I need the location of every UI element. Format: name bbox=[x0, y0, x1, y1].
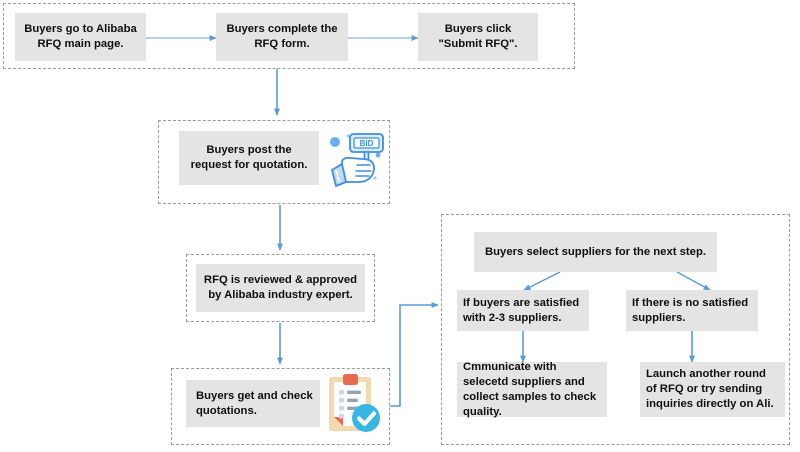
group-stage2-post-request bbox=[158, 120, 390, 204]
node-stage2-post-request[interactable]: Buyers post the request for quotation. bbox=[179, 131, 319, 185]
node-stage5-branch2-action[interactable]: Launch another round of RFQ or try sendi… bbox=[640, 362, 785, 417]
node-stage1-step1[interactable]: Buyers go to Alibaba RFQ main page. bbox=[15, 13, 146, 61]
node-label: If buyers are satisfied with 2-3 supplie… bbox=[463, 296, 580, 324]
svg-text:BID: BID bbox=[360, 139, 374, 148]
group-stage1-submit-rfq bbox=[3, 3, 575, 69]
node-label: Buyers go to Alibaba RFQ main page. bbox=[24, 23, 137, 50]
bid-paddle-hand-icon: BID bbox=[326, 128, 388, 192]
group-stage5-select-suppliers bbox=[441, 214, 790, 445]
node-label: If there is no satisfied suppliers. bbox=[632, 296, 749, 324]
node-stage5-branch2-condition[interactable]: If there is no satisfied suppliers. bbox=[626, 290, 758, 331]
node-stage4-quotations[interactable]: Buyers get and check quotations. bbox=[186, 380, 320, 427]
node-stage1-step2[interactable]: Buyers complete the RFQ form. bbox=[216, 13, 348, 61]
node-label: Launch another round of RFQ or try sendi… bbox=[646, 368, 774, 410]
node-stage5-branch1-condition[interactable]: If buyers are satisfied with 2-3 supplie… bbox=[457, 290, 589, 331]
node-label: Buyers get and check quotations. bbox=[196, 389, 313, 417]
node-stage5-branch1-action[interactable]: Cmmunicate with selecetd suppliers and c… bbox=[457, 360, 607, 418]
group-stage3-review bbox=[186, 254, 375, 322]
node-label: Cmmunicate with selecetd suppliers and c… bbox=[463, 360, 597, 418]
node-label: Buyers click "Submit RFQ". bbox=[438, 23, 518, 50]
node-label: Buyers select suppliers for the next ste… bbox=[485, 245, 706, 258]
node-label: Buyers complete the RFQ form. bbox=[226, 23, 338, 50]
node-stage5-header[interactable]: Buyers select suppliers for the next ste… bbox=[474, 232, 717, 272]
node-label: RFQ is reviewed & approved by Alibaba in… bbox=[203, 274, 358, 301]
node-stage1-step3[interactable]: Buyers click "Submit RFQ". bbox=[418, 13, 538, 61]
group-stage4-quotations bbox=[171, 368, 390, 445]
node-label: Buyers post the request for quotation. bbox=[190, 144, 308, 171]
clipboard-check-icon bbox=[323, 373, 383, 435]
node-stage3-review[interactable]: RFQ is reviewed & approved by Alibaba in… bbox=[196, 264, 365, 312]
